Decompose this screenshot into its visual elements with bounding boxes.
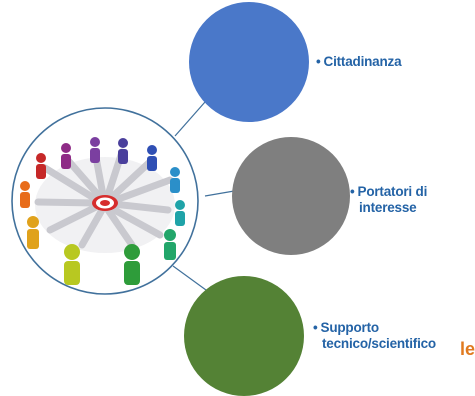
bullet: • bbox=[313, 320, 318, 335]
cropped-text-fragment: le bbox=[460, 339, 475, 359]
node-label-portatori: •Portatori di interesse bbox=[350, 184, 427, 216]
people-around-target-icon bbox=[11, 107, 199, 295]
label-text-line2: tecnico/scientifico bbox=[322, 336, 436, 351]
node-portatori-circle bbox=[232, 137, 350, 255]
connector-supporto bbox=[172, 265, 207, 291]
node-cittadinanza-circle bbox=[189, 2, 309, 122]
label-text-line1: Supporto bbox=[320, 320, 380, 335]
label-text-line1: Portatori di bbox=[357, 184, 428, 199]
node-label-cittadinanza: •Cittadinanza bbox=[316, 54, 402, 70]
bullet: • bbox=[350, 184, 355, 199]
label-text-line2: interesse bbox=[359, 200, 417, 215]
bullet: • bbox=[316, 54, 321, 69]
label-text: Cittadinanza bbox=[323, 54, 402, 69]
node-supporto-circle bbox=[184, 276, 304, 396]
connector-cittadinanza bbox=[174, 101, 206, 137]
node-label-supporto: •Supporto tecnico/scientifico bbox=[313, 320, 436, 352]
